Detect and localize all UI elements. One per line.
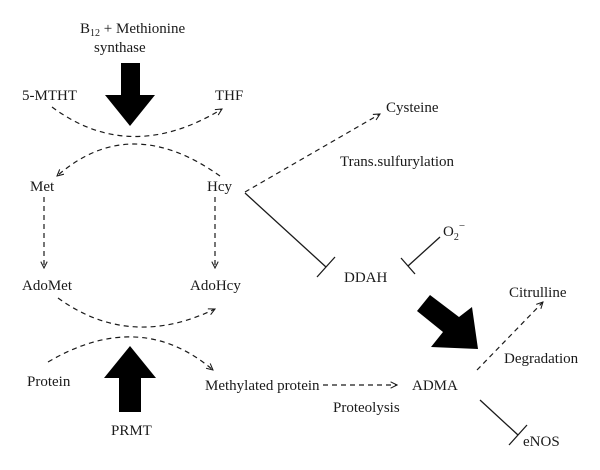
- ddah-to-adma-arrow: [417, 295, 478, 349]
- met-label: Met: [30, 179, 55, 195]
- mtht-to-thf-arc: [51, 106, 222, 138]
- adma-label: ADMA: [412, 378, 458, 394]
- proteolysis-label: Proteolysis: [333, 400, 400, 416]
- adohcy-label: AdoHcy: [190, 278, 241, 294]
- citrulline-label: Citrulline: [509, 285, 567, 301]
- hcy-to-met-arc: [57, 143, 221, 176]
- mtht-label: 5-MTHT: [22, 88, 77, 104]
- enos-label: eNOS: [523, 434, 560, 450]
- protein-to-methylated-arc: [47, 336, 213, 370]
- adma-inhibits-enos: [479, 399, 528, 446]
- hcy-inhibits-ddah: [244, 192, 336, 278]
- o2-label: O2−: [443, 220, 465, 243]
- methylated-protein-label: Methylated protein: [205, 378, 320, 394]
- ddah-label: DDAH: [344, 270, 387, 286]
- hcy-label: Hcy: [207, 179, 232, 195]
- adomet-to-adohcy-arc: [57, 297, 215, 328]
- adma-to-citrulline-arrow: [476, 302, 543, 371]
- transsulfurylation-label: Trans.sulfurylation: [340, 154, 455, 170]
- prmt-arrow: [104, 346, 156, 412]
- thf-label: THF: [215, 88, 243, 104]
- cysteine-label: Cysteine: [386, 100, 439, 116]
- b12-methionine-synthase-label: B12 + Methionine: [80, 21, 185, 39]
- hcy-to-cysteine-arrow: [244, 114, 380, 193]
- degradation-label: Degradation: [504, 351, 579, 367]
- synthase-label: synthase: [94, 40, 146, 56]
- methionine-synthase-arrow: [105, 63, 155, 126]
- prmt-label: PRMT: [111, 423, 152, 439]
- protein-label: Protein: [27, 374, 71, 390]
- adomet-label: AdoMet: [22, 278, 73, 294]
- o2-inhibits-ddah: [400, 236, 441, 275]
